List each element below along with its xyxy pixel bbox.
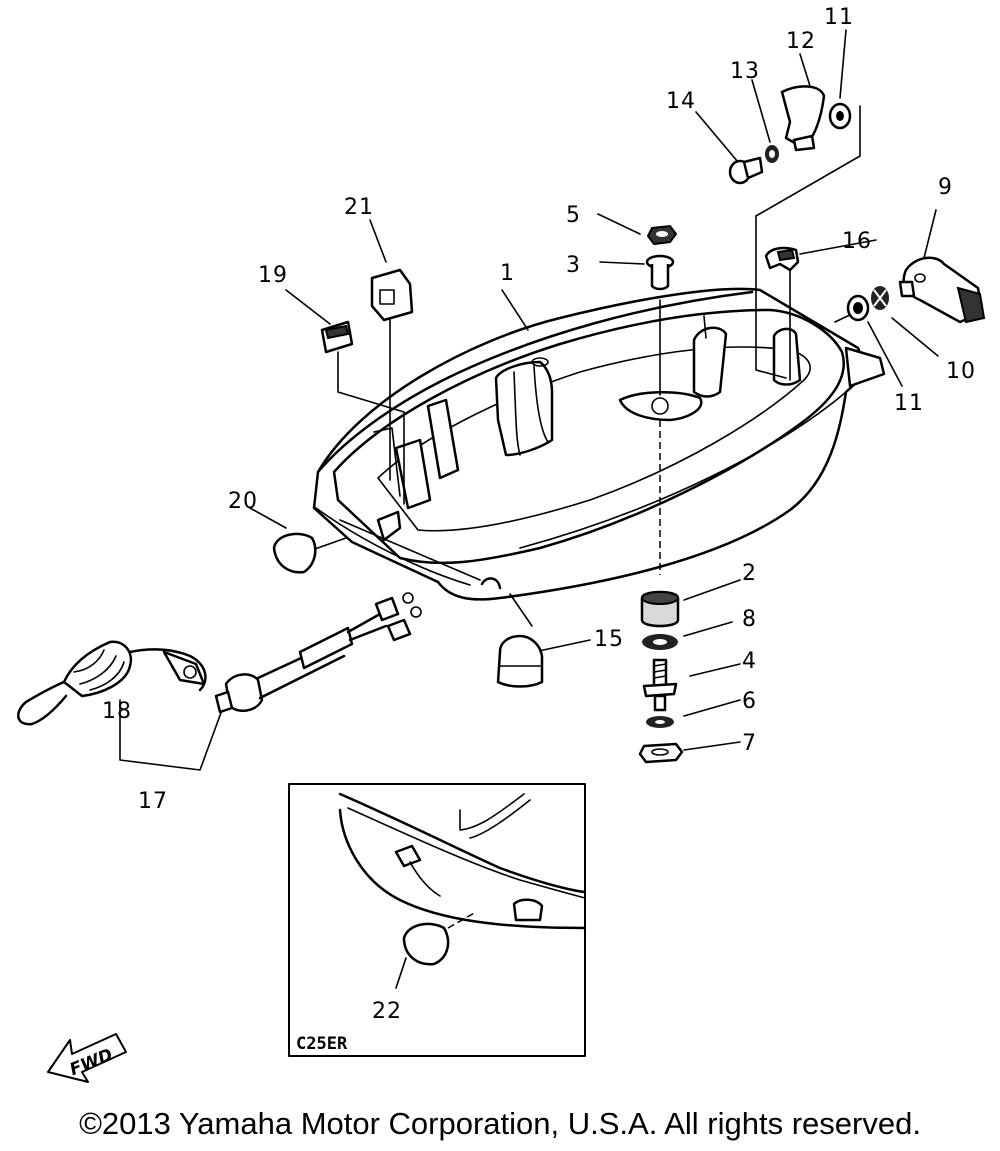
callout-22: 22 — [372, 999, 402, 1024]
part-10-wheel — [871, 286, 889, 310]
part-13-washer — [765, 145, 779, 163]
callout-18: 18 — [102, 699, 132, 724]
part-12-bracket — [780, 85, 826, 152]
part-3-collar — [645, 254, 675, 291]
callout-5: 5 — [566, 203, 581, 228]
callout-6: 6 — [742, 689, 757, 714]
part-8-washer — [642, 634, 678, 650]
part-11-grommet-right — [846, 294, 870, 322]
part-18-lanyard — [17, 640, 207, 726]
part-19-clip — [320, 320, 354, 354]
forward-direction-arrow: FWD — [47, 1033, 127, 1083]
part-15-cap — [496, 634, 544, 688]
inset-model-label: C25ER — [296, 1034, 348, 1054]
part-7-nut — [638, 742, 684, 764]
callout-10: 10 — [946, 359, 976, 384]
callout-21: 21 — [344, 195, 374, 220]
callout-11-right: 11 — [894, 391, 924, 416]
callout-2: 2 — [742, 561, 757, 586]
callout-8: 8 — [742, 607, 757, 632]
part-11-grommet-top — [828, 102, 852, 130]
inset-box — [288, 783, 587, 1057]
callout-7: 7 — [742, 731, 757, 756]
callout-3: 3 — [566, 253, 581, 278]
part-5-nut — [646, 224, 678, 246]
callout-16: 16 — [842, 229, 872, 254]
callout-19: 19 — [258, 263, 288, 288]
part-2-grommet — [640, 590, 680, 628]
part-6-washer — [646, 716, 674, 728]
part-14-bolt — [728, 156, 764, 185]
part-20-plug — [272, 532, 317, 574]
part-21-bracket — [370, 268, 414, 322]
callout-13: 13 — [730, 59, 760, 84]
part-17-stop-switch — [214, 592, 422, 714]
bottom-cowling — [312, 287, 886, 601]
callout-17: 17 — [138, 789, 168, 814]
exploded-view-drawing: FWD C25ER 1 2 3 4 5 6 7 8 9 10 11 11 12 … — [17, 5, 986, 1083]
leader-lines — [119, 29, 939, 771]
copyright-notice: ©2013 Yamaha Motor Corporation, U.S.A. A… — [79, 1106, 921, 1141]
part-4-bolt — [642, 658, 678, 712]
part-9-lever — [898, 256, 986, 324]
callout-15: 15 — [594, 627, 624, 652]
callout-11-top: 11 — [824, 5, 854, 30]
callout-4: 4 — [742, 649, 757, 674]
callout-14: 14 — [666, 89, 696, 114]
part-16-clip — [764, 246, 800, 272]
callout-12: 12 — [786, 29, 816, 54]
callout-20: 20 — [228, 489, 258, 514]
callout-1: 1 — [500, 261, 515, 286]
callout-9: 9 — [938, 175, 953, 200]
